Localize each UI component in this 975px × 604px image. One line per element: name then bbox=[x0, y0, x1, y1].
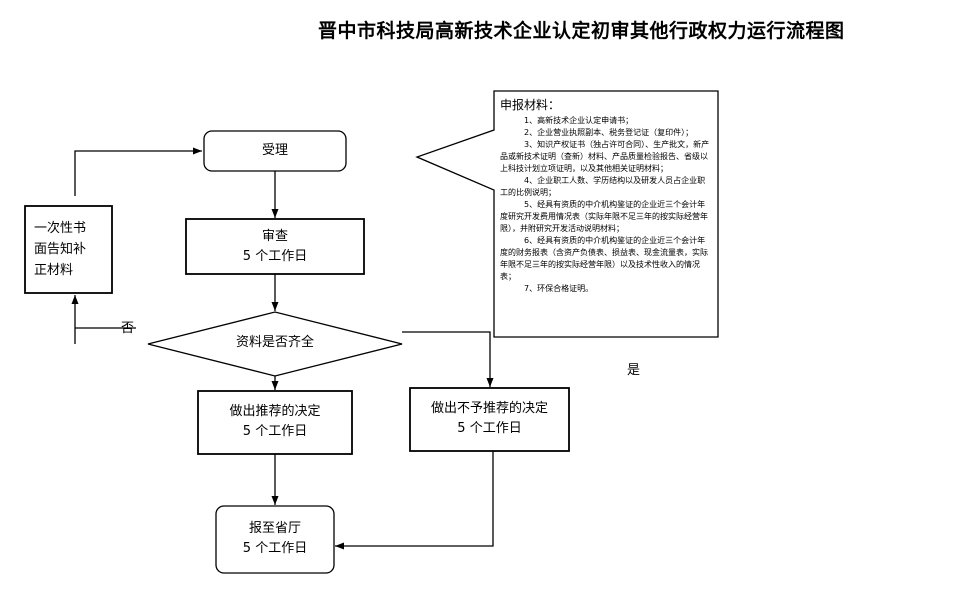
materials-item: 3、知识产权证书（独占许可合同）、生产批文，新产品或新技术证明（查新）材料、产品… bbox=[500, 140, 710, 173]
materials-item: 1、高新技术企业认定申请书； bbox=[524, 116, 634, 125]
no-label: 否 bbox=[121, 321, 135, 336]
notify-node-shape bbox=[24, 205, 113, 294]
not-recommend-duration: 5 个工作日 bbox=[457, 421, 522, 436]
review-node-shape bbox=[185, 218, 365, 275]
recommend-node-label: 做出推荐的决定 5 个工作日 bbox=[198, 402, 352, 442]
notify-line-3: 正材料 bbox=[34, 263, 74, 278]
arrow-yes-to-not-recommend bbox=[402, 331, 494, 387]
materials-note: 申报材料： 1、高新技术企业认定申请书； 2、企业营业执照副本、税务登记证（复印… bbox=[500, 97, 712, 295]
notify-line-1: 一次性书 bbox=[34, 221, 87, 236]
materials-item: 2、企业营业执照副本、税务登记证（复印件）； bbox=[524, 128, 694, 137]
report-node-shape bbox=[215, 505, 335, 574]
notify-node-label: 一次性书 面告知补 正材料 bbox=[34, 218, 86, 281]
materials-callout-shape bbox=[415, 90, 719, 338]
materials-title: 申报材料： bbox=[500, 98, 561, 112]
materials-item: 4、企业职工人数、学历结构以及研发人员占企业职工的比例说明； bbox=[500, 176, 706, 197]
not-recommend-title: 做出不予推荐的决定 bbox=[430, 401, 548, 416]
accept-node-label: 受理 bbox=[261, 143, 288, 158]
yes-label: 是 bbox=[627, 363, 641, 378]
review-node-label: 审查 5 个工作日 bbox=[186, 227, 364, 267]
materials-item: 6、经具有资质的中介机构鉴证的企业近三个会计年度的财务报表（含资产负债表、损益表… bbox=[500, 236, 708, 281]
recommend-duration: 5 个工作日 bbox=[242, 424, 308, 439]
materials-item: 7、环保合格证明。 bbox=[524, 284, 594, 293]
report-duration: 5 个工作日 bbox=[242, 541, 308, 556]
review-duration: 5 个工作日 bbox=[242, 249, 308, 264]
arrow-not-recommend-to-report bbox=[335, 451, 494, 550]
materials-item: 5、经具有资质的中介机构鉴证的企业近三个会计年度研究开发费用情况表（实际年限不足… bbox=[500, 200, 708, 233]
not-recommend-node-shape bbox=[409, 387, 570, 452]
arrow-notify-to-accept bbox=[74, 147, 202, 196]
recommend-node-shape bbox=[197, 390, 353, 455]
decision-node-shape bbox=[147, 311, 403, 377]
not-recommend-node-label: 做出不予推荐的决定 5 个工作日 bbox=[410, 399, 569, 439]
decision-node-label: 资料是否齐全 bbox=[235, 335, 314, 350]
review-title: 审查 bbox=[261, 229, 288, 244]
report-title: 报至省厅 bbox=[248, 521, 301, 536]
recommend-title: 做出推荐的决定 bbox=[229, 404, 321, 419]
notify-line-2: 面告知补 bbox=[34, 242, 87, 257]
report-node-label: 报至省厅 5 个工作日 bbox=[216, 519, 334, 559]
page-title: 晋中市科技局高新技术企业认定初审其他行政权力运行流程图 bbox=[318, 20, 845, 42]
